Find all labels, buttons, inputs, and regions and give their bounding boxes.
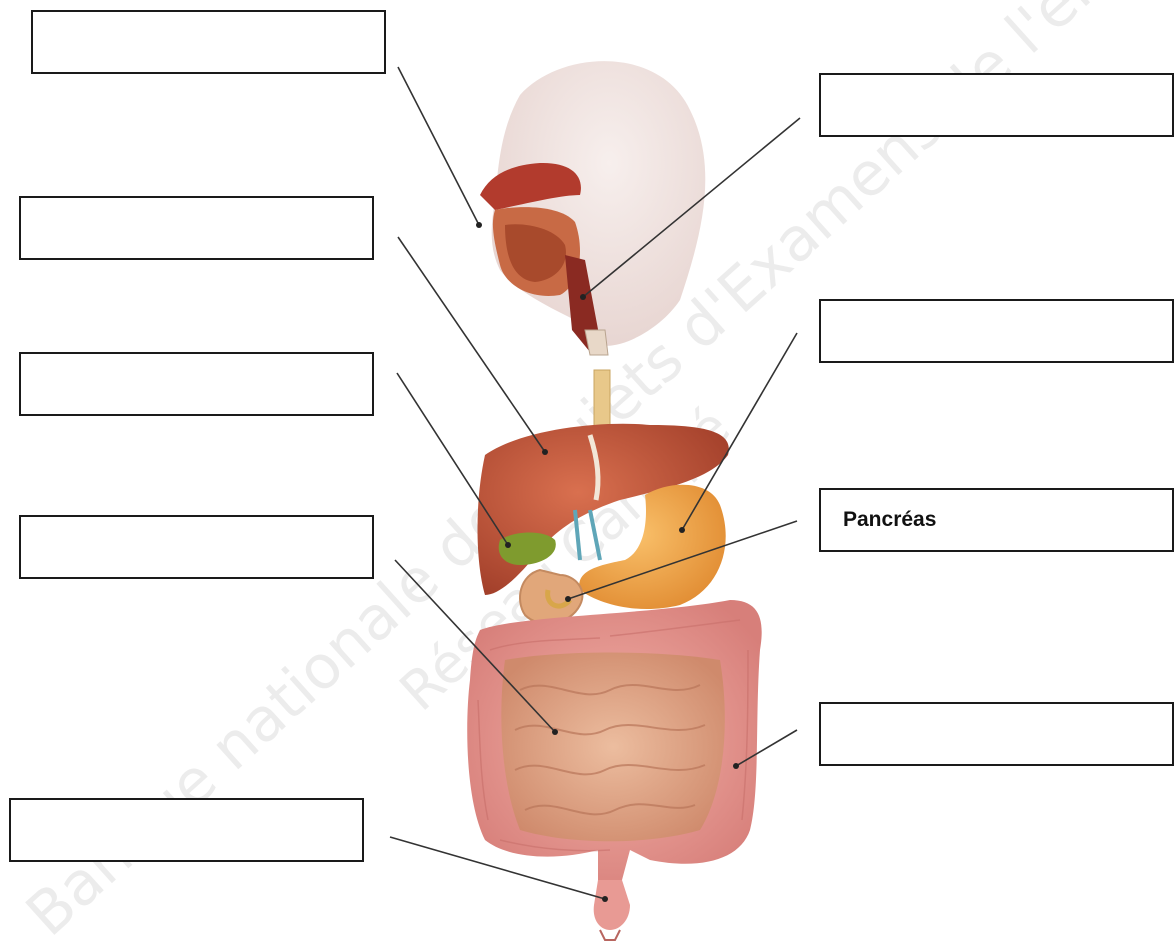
label-box-liver[interactable]	[19, 196, 374, 260]
rectum-illustration	[594, 880, 630, 930]
label-box-small-intestine[interactable]	[19, 515, 374, 579]
label-box-rectum[interactable]	[9, 798, 364, 862]
label-box-stomach[interactable]	[819, 299, 1174, 363]
gallbladder-illustration	[499, 533, 556, 566]
small-intestine-illustration	[501, 653, 724, 842]
esophagus-illustration	[594, 370, 610, 430]
leader-line-mouth	[398, 67, 479, 225]
label-box-gallbladder[interactable]	[19, 352, 374, 416]
label-box-mouth[interactable]	[31, 10, 386, 74]
label-text-pancreas: Pancréas	[843, 508, 936, 532]
label-box-large-intestine[interactable]	[819, 702, 1174, 766]
head-illustration	[480, 61, 705, 355]
label-box-esophagus-upper[interactable]	[819, 73, 1174, 137]
label-box-pancreas[interactable]: Pancréas	[819, 488, 1174, 552]
